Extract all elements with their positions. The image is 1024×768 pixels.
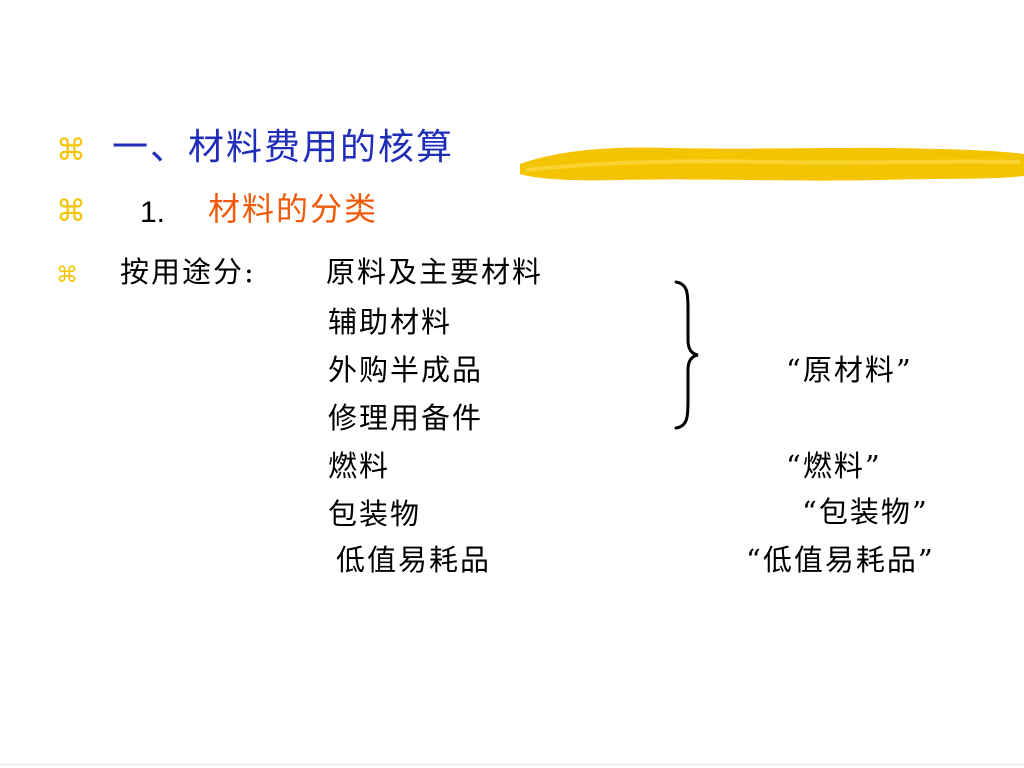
section-title: 材料的分类 <box>208 190 379 228</box>
material-item: 低值易耗品 <box>336 543 492 577</box>
bottom-divider <box>0 764 1024 765</box>
material-item: 包装物 <box>328 497 422 531</box>
material-item: 原料及主要材料 <box>326 255 544 289</box>
material-item: 燃料 <box>328 449 391 483</box>
category-raw-materials: “原材料” <box>786 353 913 387</box>
bullet-icon: ⌘ <box>56 133 86 168</box>
slide-title: 一、材料费用的核算 <box>112 127 455 168</box>
material-item: 外购半成品 <box>328 353 484 387</box>
bullet-icon: ⌘ <box>56 263 78 288</box>
highlight-brush-stroke <box>520 147 1024 181</box>
category-low-value: “低值易耗品” <box>746 543 935 577</box>
material-item: 辅助材料 <box>328 305 453 339</box>
bullet-icon: ⌘ <box>56 194 86 229</box>
by-use-label: 按用途分: <box>120 255 256 289</box>
material-item: 修理用备件 <box>328 401 484 435</box>
category-packaging: “包装物” <box>802 495 929 529</box>
section-number: 1. <box>140 196 166 229</box>
category-fuel: “燃料” <box>786 449 882 483</box>
right-brace-icon <box>674 280 699 430</box>
